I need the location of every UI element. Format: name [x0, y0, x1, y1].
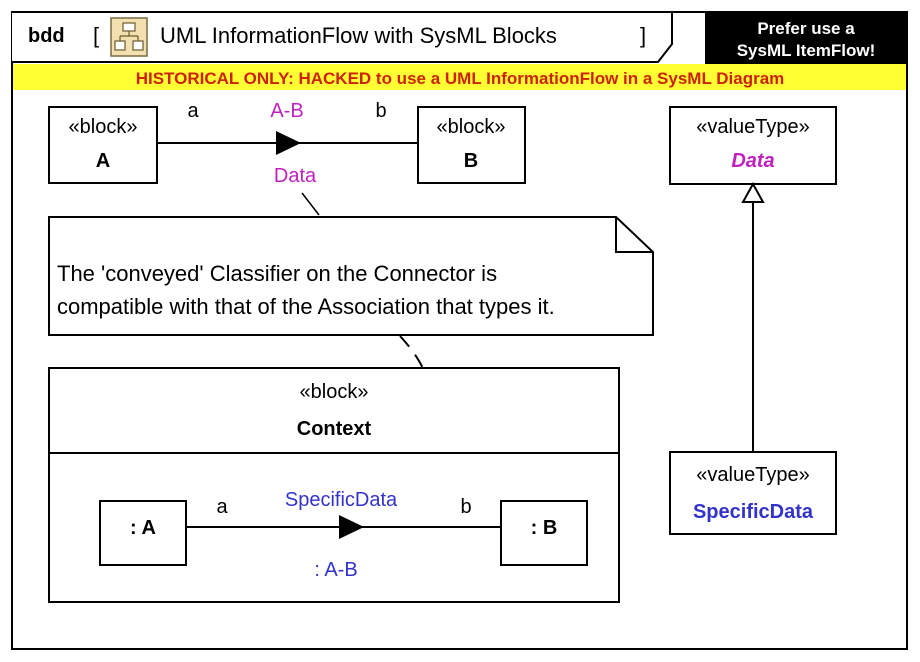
block-a-stereotype: «block»	[69, 116, 138, 138]
connector-end-b: b	[460, 496, 471, 518]
block-b[interactable]	[417, 106, 526, 184]
context-name: Context	[297, 418, 372, 440]
connector-conveyed: SpecificData	[285, 489, 398, 511]
banner-text: HISTORICAL ONLY: HACKED to use a UML Inf…	[136, 69, 785, 88]
valuetype-specificdata[interactable]	[669, 451, 837, 535]
block-a[interactable]	[48, 106, 158, 184]
comment-note	[48, 216, 654, 336]
connector-flow-arrow	[339, 515, 364, 539]
frame-header-tab	[12, 11, 673, 63]
callout-line2: SysML ItemFlow!	[737, 41, 876, 60]
frame-close-bracket: ]	[640, 23, 646, 48]
valuetype-data-stereotype: «valueType»	[696, 116, 809, 138]
frame-title: UML InformationFlow with SysML Blocks	[160, 23, 557, 48]
frame-kind: bdd	[28, 25, 65, 47]
association-name: A-B	[270, 100, 303, 122]
context-stereotype: «block»	[300, 381, 369, 403]
part-a-label: : A	[130, 517, 156, 539]
note-anchor-line	[301, 192, 320, 216]
block-a-name: A	[96, 150, 110, 172]
valuetype-specificdata-stereotype: «valueType»	[696, 464, 809, 486]
generalization-arrowhead	[741, 181, 765, 203]
block-b-name: B	[464, 150, 478, 172]
association-flow-arrow	[276, 131, 301, 155]
part-b-label: : B	[531, 517, 558, 539]
itemflow-callout	[705, 12, 907, 64]
valuetype-data-name: Data	[731, 150, 774, 172]
historical-banner	[13, 64, 906, 90]
connector-type: : A-B	[314, 559, 357, 581]
frame-open-bracket: [	[93, 23, 99, 48]
block-b-stereotype: «block»	[437, 116, 506, 138]
note-fold	[615, 217, 653, 253]
note-line2: compatible with that of the Association …	[57, 294, 555, 319]
connector-end-a: a	[216, 496, 228, 518]
note-line1: The 'conveyed' Classifier on the Connect…	[57, 261, 497, 286]
part-b[interactable]	[500, 500, 588, 566]
package-diagram-icon	[110, 17, 148, 57]
association-end-b: b	[375, 100, 386, 122]
part-a[interactable]	[99, 500, 187, 566]
callout-line1: Prefer use a	[757, 19, 855, 38]
association-end-a: a	[187, 100, 199, 122]
valuetype-specificdata-name: SpecificData	[693, 501, 814, 523]
association-conveyed: Data	[274, 165, 317, 187]
